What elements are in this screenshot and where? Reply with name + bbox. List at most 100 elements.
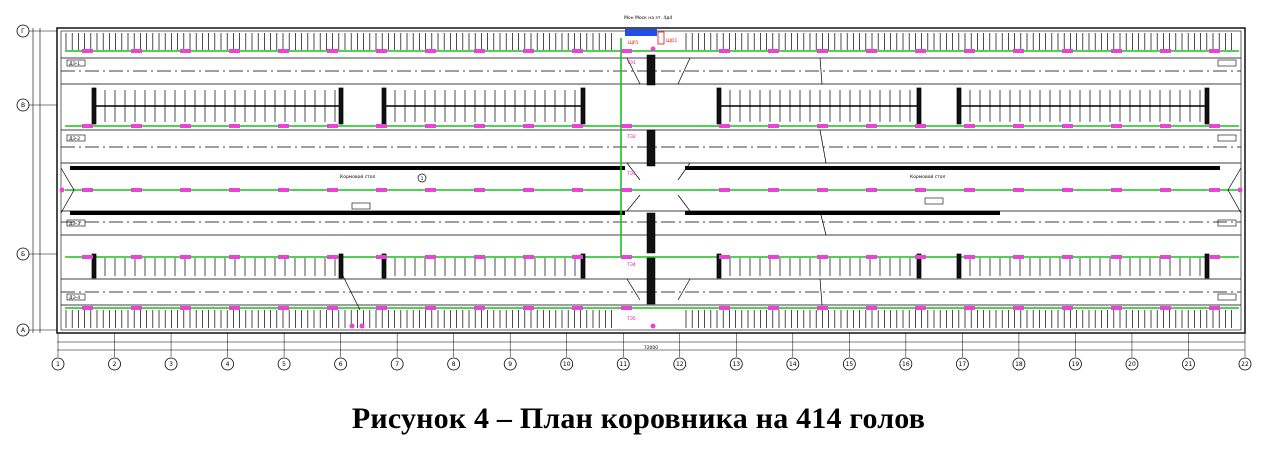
column-axis-label: 8 [452, 361, 456, 368]
light-fixture [866, 124, 877, 128]
light-fixture [621, 124, 632, 128]
stall-rows [65, 33, 1232, 328]
column-axis-bubble [447, 357, 461, 371]
column-axis-bubble [1125, 357, 1139, 371]
light-fixture [425, 188, 436, 192]
light-fixture [82, 188, 93, 192]
box-tag-3: ДЭ-3 [69, 221, 80, 227]
light-fixture [1111, 306, 1122, 310]
light-fixture [866, 255, 877, 259]
stall-end-post [916, 253, 922, 279]
column-axis-bubble [786, 357, 800, 371]
row-axis-bubble [16, 247, 30, 261]
box-tag-4: ДЭ-4 [69, 295, 80, 301]
light-fixture [278, 255, 289, 259]
light-fixture [719, 49, 730, 53]
light-fixture [1209, 306, 1220, 310]
light-fixture [474, 49, 485, 53]
green-cable-runs [65, 38, 1239, 309]
stall-end-post [580, 87, 586, 125]
marker-circle [417, 173, 427, 183]
light-fixture [376, 255, 387, 259]
column-axis-label: 7 [395, 361, 399, 368]
column-axis-bubble [1069, 357, 1082, 371]
light-fixture [278, 124, 289, 128]
light-fixture [817, 124, 828, 128]
light-fixture [229, 49, 240, 53]
stall-end-post [381, 87, 387, 125]
row-axis-label: А [21, 327, 26, 334]
fixture-point [349, 323, 355, 329]
light-fixture [131, 306, 142, 310]
light-fixture [817, 306, 828, 310]
feed-label-right: Кормовой стол [910, 173, 946, 180]
light-fixture [376, 188, 387, 192]
light-fixture [915, 124, 926, 128]
light-fixture [327, 306, 338, 310]
light-fixture [866, 306, 877, 310]
light-fixture [523, 49, 534, 53]
light-fixture [1111, 255, 1122, 259]
room-label-4: ТЭ4 [626, 262, 636, 268]
feed-table-walls [70, 166, 1220, 215]
blue-panel [625, 29, 657, 36]
light-fixture [572, 188, 583, 192]
end-walls [60, 167, 1242, 214]
stall-end-post [580, 253, 586, 279]
column-axis-bubble [1012, 357, 1026, 371]
red-panel [657, 31, 665, 45]
column-axis-bubble [560, 357, 574, 371]
box-tags [66, 59, 1237, 301]
column-axis-bubble [673, 357, 687, 371]
light-fixture [1209, 49, 1220, 53]
stall-end-post [1204, 253, 1210, 279]
column-axis-label: 3 [169, 361, 173, 368]
column-axis-bubble [729, 357, 743, 371]
light-fixture [1111, 49, 1122, 53]
column-axis-bubble [1238, 357, 1252, 371]
column-axis-label: 13 [732, 361, 740, 368]
light-fixture [719, 124, 730, 128]
column-axis-label: 4 [226, 361, 230, 368]
light-fixture [278, 188, 289, 192]
light-fixture [180, 49, 191, 53]
light-fixture [1160, 49, 1171, 53]
column-axis-label: 2 [113, 361, 117, 368]
column-axis-bubble [842, 357, 856, 371]
light-fixture [376, 306, 387, 310]
box-tag-1: ДЭ-1 [69, 61, 80, 67]
column-axis-label: 20 [1128, 361, 1136, 368]
column-axis-bubble [899, 357, 913, 371]
column-axis-label: 21 [1185, 361, 1193, 368]
stall-end-post [956, 253, 962, 279]
light-fixture [1013, 124, 1024, 128]
light-fixture [1062, 306, 1073, 310]
light-fixture [1111, 188, 1122, 192]
column-axis-bubble [108, 357, 121, 371]
row-axis-label: Б [21, 251, 25, 258]
column-axis-label: 11 [619, 361, 627, 368]
column-axis-bubble [51, 357, 65, 371]
light-fixture [621, 255, 632, 259]
light-fixture [621, 306, 632, 310]
light-fixture [1209, 124, 1220, 128]
fixture-point [59, 187, 65, 193]
light-fixture [523, 255, 534, 259]
row-axis-bubble [16, 323, 30, 337]
column-axis-bubble [277, 357, 291, 371]
top-note: Мон Моск на эт. 4д4 [624, 15, 672, 21]
fixture-point [650, 323, 656, 329]
light-fixture [474, 255, 485, 259]
stall-end-post [716, 87, 722, 125]
light-fixture [1013, 255, 1024, 259]
light-fixture [376, 49, 387, 53]
column-axis-bubble [221, 357, 234, 371]
column-axis-label: 18 [1015, 361, 1023, 368]
light-fixture [82, 306, 93, 310]
light-fixture [180, 255, 191, 259]
column-axis-label: 9 [508, 361, 512, 368]
light-fixture [1013, 49, 1024, 53]
figure-caption: Рисунок 4 – План коровника на 414 голов [351, 402, 926, 435]
